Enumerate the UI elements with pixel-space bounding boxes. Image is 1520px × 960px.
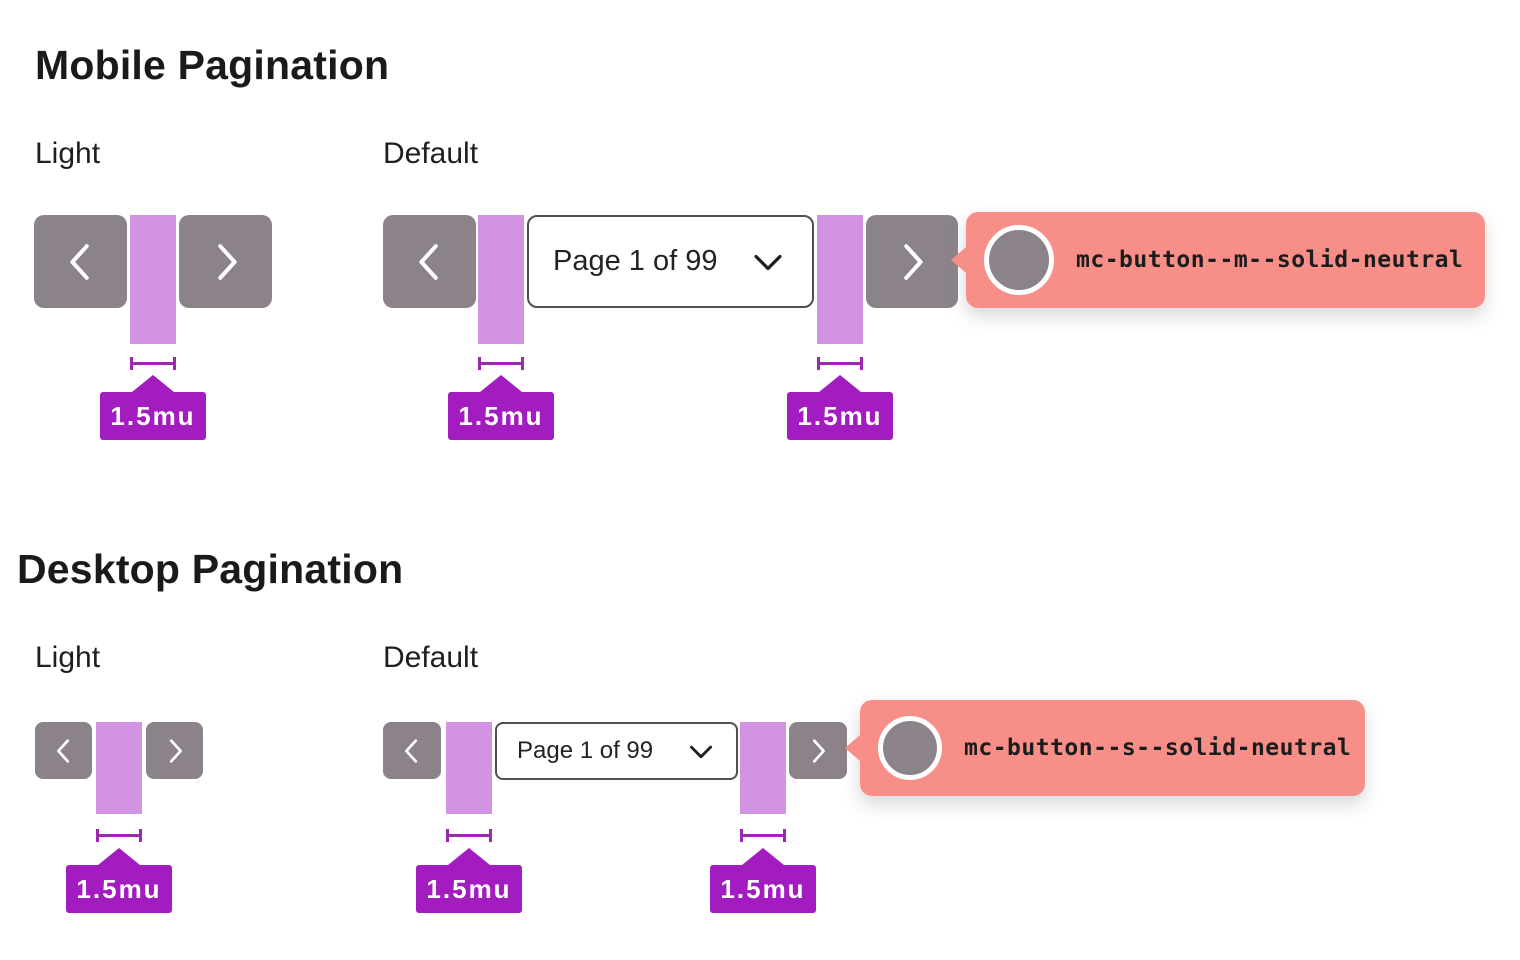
desktop-light-prev-button[interactable] bbox=[35, 722, 92, 779]
desktop-light-label: Light bbox=[35, 641, 101, 674]
chevron-right-icon bbox=[203, 239, 249, 285]
desktop-default-measure-bracket-left bbox=[446, 829, 492, 842]
desktop-default-spacing-badge-right: 1.5mu bbox=[710, 865, 816, 913]
desktop-light-spacing-badge: 1.5mu bbox=[66, 865, 172, 913]
desktop-light-spacing-swatch bbox=[96, 722, 142, 814]
mobile-light-spacing-badge: 1.5mu bbox=[100, 392, 206, 440]
mobile-default-spacing-badge-right: 1.5mu bbox=[787, 392, 893, 440]
desktop-page-select[interactable]: Page 1 of 99 bbox=[495, 722, 738, 780]
desktop-section-title: Desktop Pagination bbox=[17, 546, 404, 592]
hotspot-dot-icon[interactable] bbox=[878, 716, 942, 780]
mobile-default-measure-bracket-left bbox=[478, 357, 524, 370]
page-select-value: Page 1 of 99 bbox=[553, 245, 718, 277]
mobile-default-label: Default bbox=[383, 137, 479, 170]
mobile-light-prev-button[interactable] bbox=[34, 215, 127, 308]
mobile-default-prev-button[interactable] bbox=[383, 215, 476, 308]
desktop-default-prev-button[interactable] bbox=[383, 722, 441, 779]
desktop-default-spacing-swatch-left bbox=[446, 722, 492, 814]
mobile-light-measure-bracket bbox=[130, 357, 176, 370]
mobile-default-spacing-badge-left: 1.5mu bbox=[448, 392, 554, 440]
hotspot-dot-icon[interactable] bbox=[984, 225, 1054, 295]
desktop-default-measure-bracket-right bbox=[740, 829, 786, 842]
desktop-default-next-button[interactable] bbox=[789, 722, 847, 779]
chevron-left-icon bbox=[58, 239, 104, 285]
desktop-default-spacing-badge-left: 1.5mu bbox=[416, 865, 522, 913]
mobile-page-select[interactable]: Page 1 of 99 bbox=[527, 215, 814, 308]
mobile-light-next-button[interactable] bbox=[179, 215, 272, 308]
mobile-light-spacing-swatch bbox=[130, 215, 176, 344]
mobile-component-hotspot-tooltip[interactable]: mc-button--m--solid-neutral bbox=[966, 212, 1485, 308]
chevron-left-icon bbox=[49, 736, 79, 766]
mobile-component-name: mc-button--m--solid-neutral bbox=[1076, 247, 1464, 273]
page-select-value: Page 1 of 99 bbox=[517, 737, 654, 764]
mobile-default-spacing-swatch-left bbox=[478, 215, 524, 344]
desktop-component-name: mc-button--s--solid-neutral bbox=[964, 735, 1352, 761]
desktop-light-measure-bracket bbox=[96, 829, 142, 842]
mobile-default-next-button[interactable] bbox=[866, 215, 958, 308]
mobile-light-label: Light bbox=[35, 137, 101, 170]
desktop-default-spacing-swatch-right bbox=[740, 722, 786, 814]
desktop-light-next-button[interactable] bbox=[146, 722, 203, 779]
desktop-component-hotspot-tooltip[interactable]: mc-button--s--solid-neutral bbox=[860, 700, 1365, 796]
chevron-down-icon bbox=[686, 741, 716, 762]
desktop-default-label: Default bbox=[383, 641, 479, 674]
mobile-default-measure-bracket-right bbox=[817, 357, 863, 370]
chevron-right-icon bbox=[889, 239, 935, 285]
chevron-right-icon bbox=[803, 736, 833, 766]
chevron-right-icon bbox=[160, 736, 190, 766]
chevron-left-icon bbox=[407, 239, 453, 285]
chevron-down-icon bbox=[750, 249, 786, 275]
chevron-left-icon bbox=[397, 736, 427, 766]
mobile-section-title: Mobile Pagination bbox=[35, 42, 390, 88]
mobile-default-spacing-swatch-right bbox=[817, 215, 863, 344]
